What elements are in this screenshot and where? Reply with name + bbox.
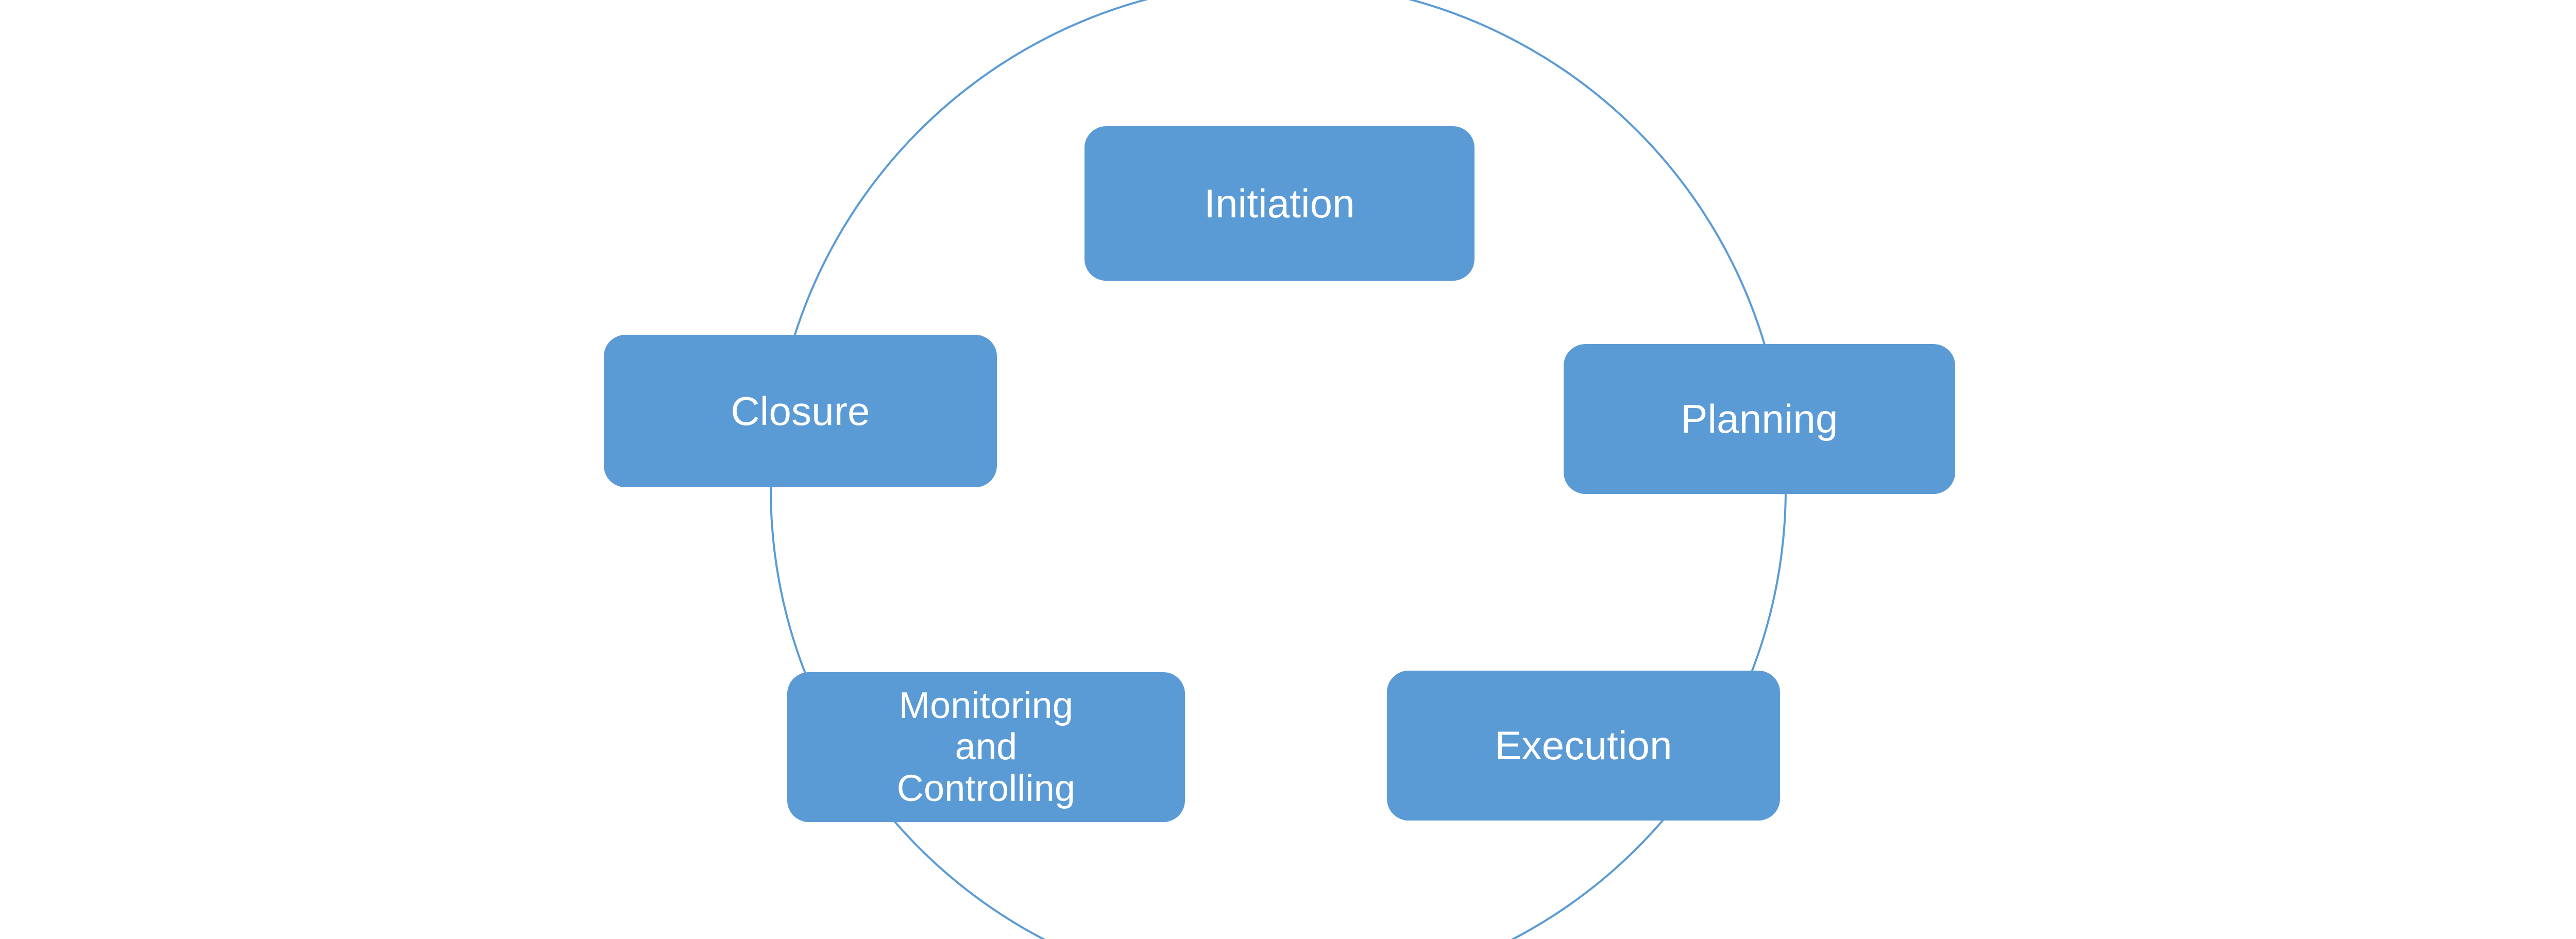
phase-label-planning: Planning (1681, 396, 1838, 442)
phase-label-initiation: Initiation (1204, 180, 1355, 226)
phase-node-execution[interactable]: Execution (1387, 671, 1780, 821)
phase-label-execution: Execution (1495, 723, 1672, 769)
phase-label-closure: Closure (731, 388, 870, 434)
phase-node-planning[interactable]: Planning (1564, 344, 1955, 494)
phase-node-initiation[interactable]: Initiation (1084, 126, 1475, 281)
phase-label-monitoring-and-controlling: Monitoring and Controlling (896, 685, 1076, 809)
phase-node-closure[interactable]: Closure (604, 335, 997, 487)
phase-node-monitoring-and-controlling[interactable]: Monitoring and Controlling (787, 672, 1185, 822)
